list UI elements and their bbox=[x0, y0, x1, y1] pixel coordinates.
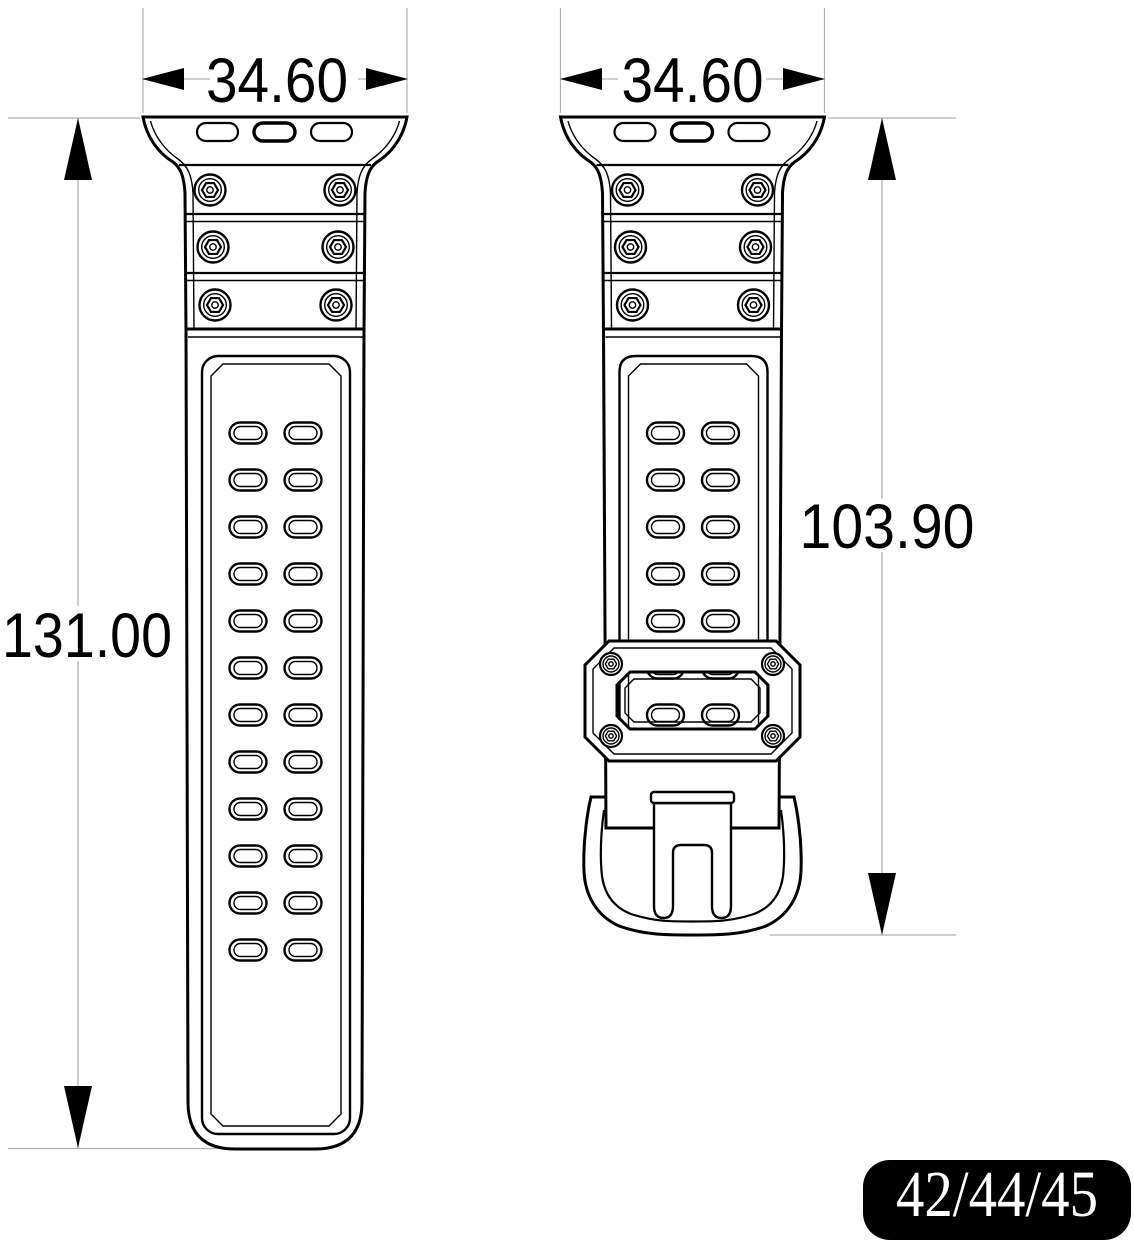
strap-hole bbox=[700, 515, 741, 539]
short-strap-width-label: 34.60 bbox=[622, 46, 764, 116]
strap-hole bbox=[228, 891, 268, 915]
strap-hole bbox=[645, 421, 686, 445]
strap-hole bbox=[228, 656, 268, 680]
arrow-right-icon bbox=[783, 68, 825, 90]
dimension-lines bbox=[8, 8, 956, 1150]
strap-hole bbox=[283, 703, 323, 727]
buckle-tang bbox=[649, 790, 736, 920]
arrow-down-icon bbox=[868, 873, 896, 935]
strap-hole bbox=[228, 562, 268, 586]
long-strap-adapter bbox=[143, 117, 407, 332]
strap-hole bbox=[283, 891, 323, 915]
strap-hole bbox=[645, 562, 686, 586]
strap-hole bbox=[283, 421, 323, 445]
strap-hole bbox=[228, 421, 268, 445]
strap-hole bbox=[228, 938, 268, 962]
long-strap-body bbox=[184, 327, 366, 1151]
strap-hole bbox=[283, 468, 323, 492]
long-strap-length-label: 131.00 bbox=[2, 601, 172, 671]
strap-hole bbox=[228, 468, 268, 492]
strap-hole bbox=[228, 844, 268, 868]
strap-hole bbox=[283, 656, 323, 680]
strap-hole bbox=[645, 515, 686, 539]
strap-hole bbox=[228, 750, 268, 774]
long-strap-width-label: 34.60 bbox=[206, 46, 348, 116]
keeper bbox=[583, 639, 802, 763]
strap-hole bbox=[228, 797, 268, 821]
arrow-up-icon bbox=[868, 118, 896, 180]
strap-hole bbox=[700, 562, 741, 586]
strap-hole bbox=[228, 515, 268, 539]
strap-hole bbox=[228, 703, 268, 727]
strap-hole bbox=[228, 609, 268, 633]
strap-hole bbox=[283, 515, 323, 539]
arrow-left-icon bbox=[142, 68, 184, 90]
size-badge: 42/44/45 bbox=[863, 1158, 1131, 1240]
strap-hole bbox=[700, 421, 741, 445]
short-strap-view bbox=[561, 117, 825, 937]
short-strap-length-label: 103.90 bbox=[800, 492, 975, 562]
strap-hole bbox=[283, 797, 323, 821]
arrow-right-icon bbox=[366, 68, 408, 90]
size-badge-background bbox=[863, 1160, 1131, 1240]
arrow-up-icon bbox=[64, 118, 92, 180]
strap-hole bbox=[283, 609, 323, 633]
strap-hole bbox=[700, 609, 741, 633]
size-badge-label: 42/44/45 bbox=[896, 1158, 1098, 1231]
strap-hole bbox=[645, 609, 686, 633]
strap-hole bbox=[645, 468, 686, 492]
long-strap-panel bbox=[200, 354, 352, 1136]
dimension-arrows bbox=[64, 68, 896, 1148]
strap-hole bbox=[700, 468, 741, 492]
strap-hole bbox=[283, 750, 323, 774]
strap-hole bbox=[283, 562, 323, 586]
buckle bbox=[582, 795, 803, 937]
strap-hole bbox=[283, 938, 323, 962]
strap-hole bbox=[283, 844, 323, 868]
arrow-down-icon bbox=[64, 1086, 92, 1148]
arrow-left-icon bbox=[560, 68, 602, 90]
short-strap-adapter bbox=[561, 117, 825, 332]
long-strap-view bbox=[143, 117, 407, 1151]
